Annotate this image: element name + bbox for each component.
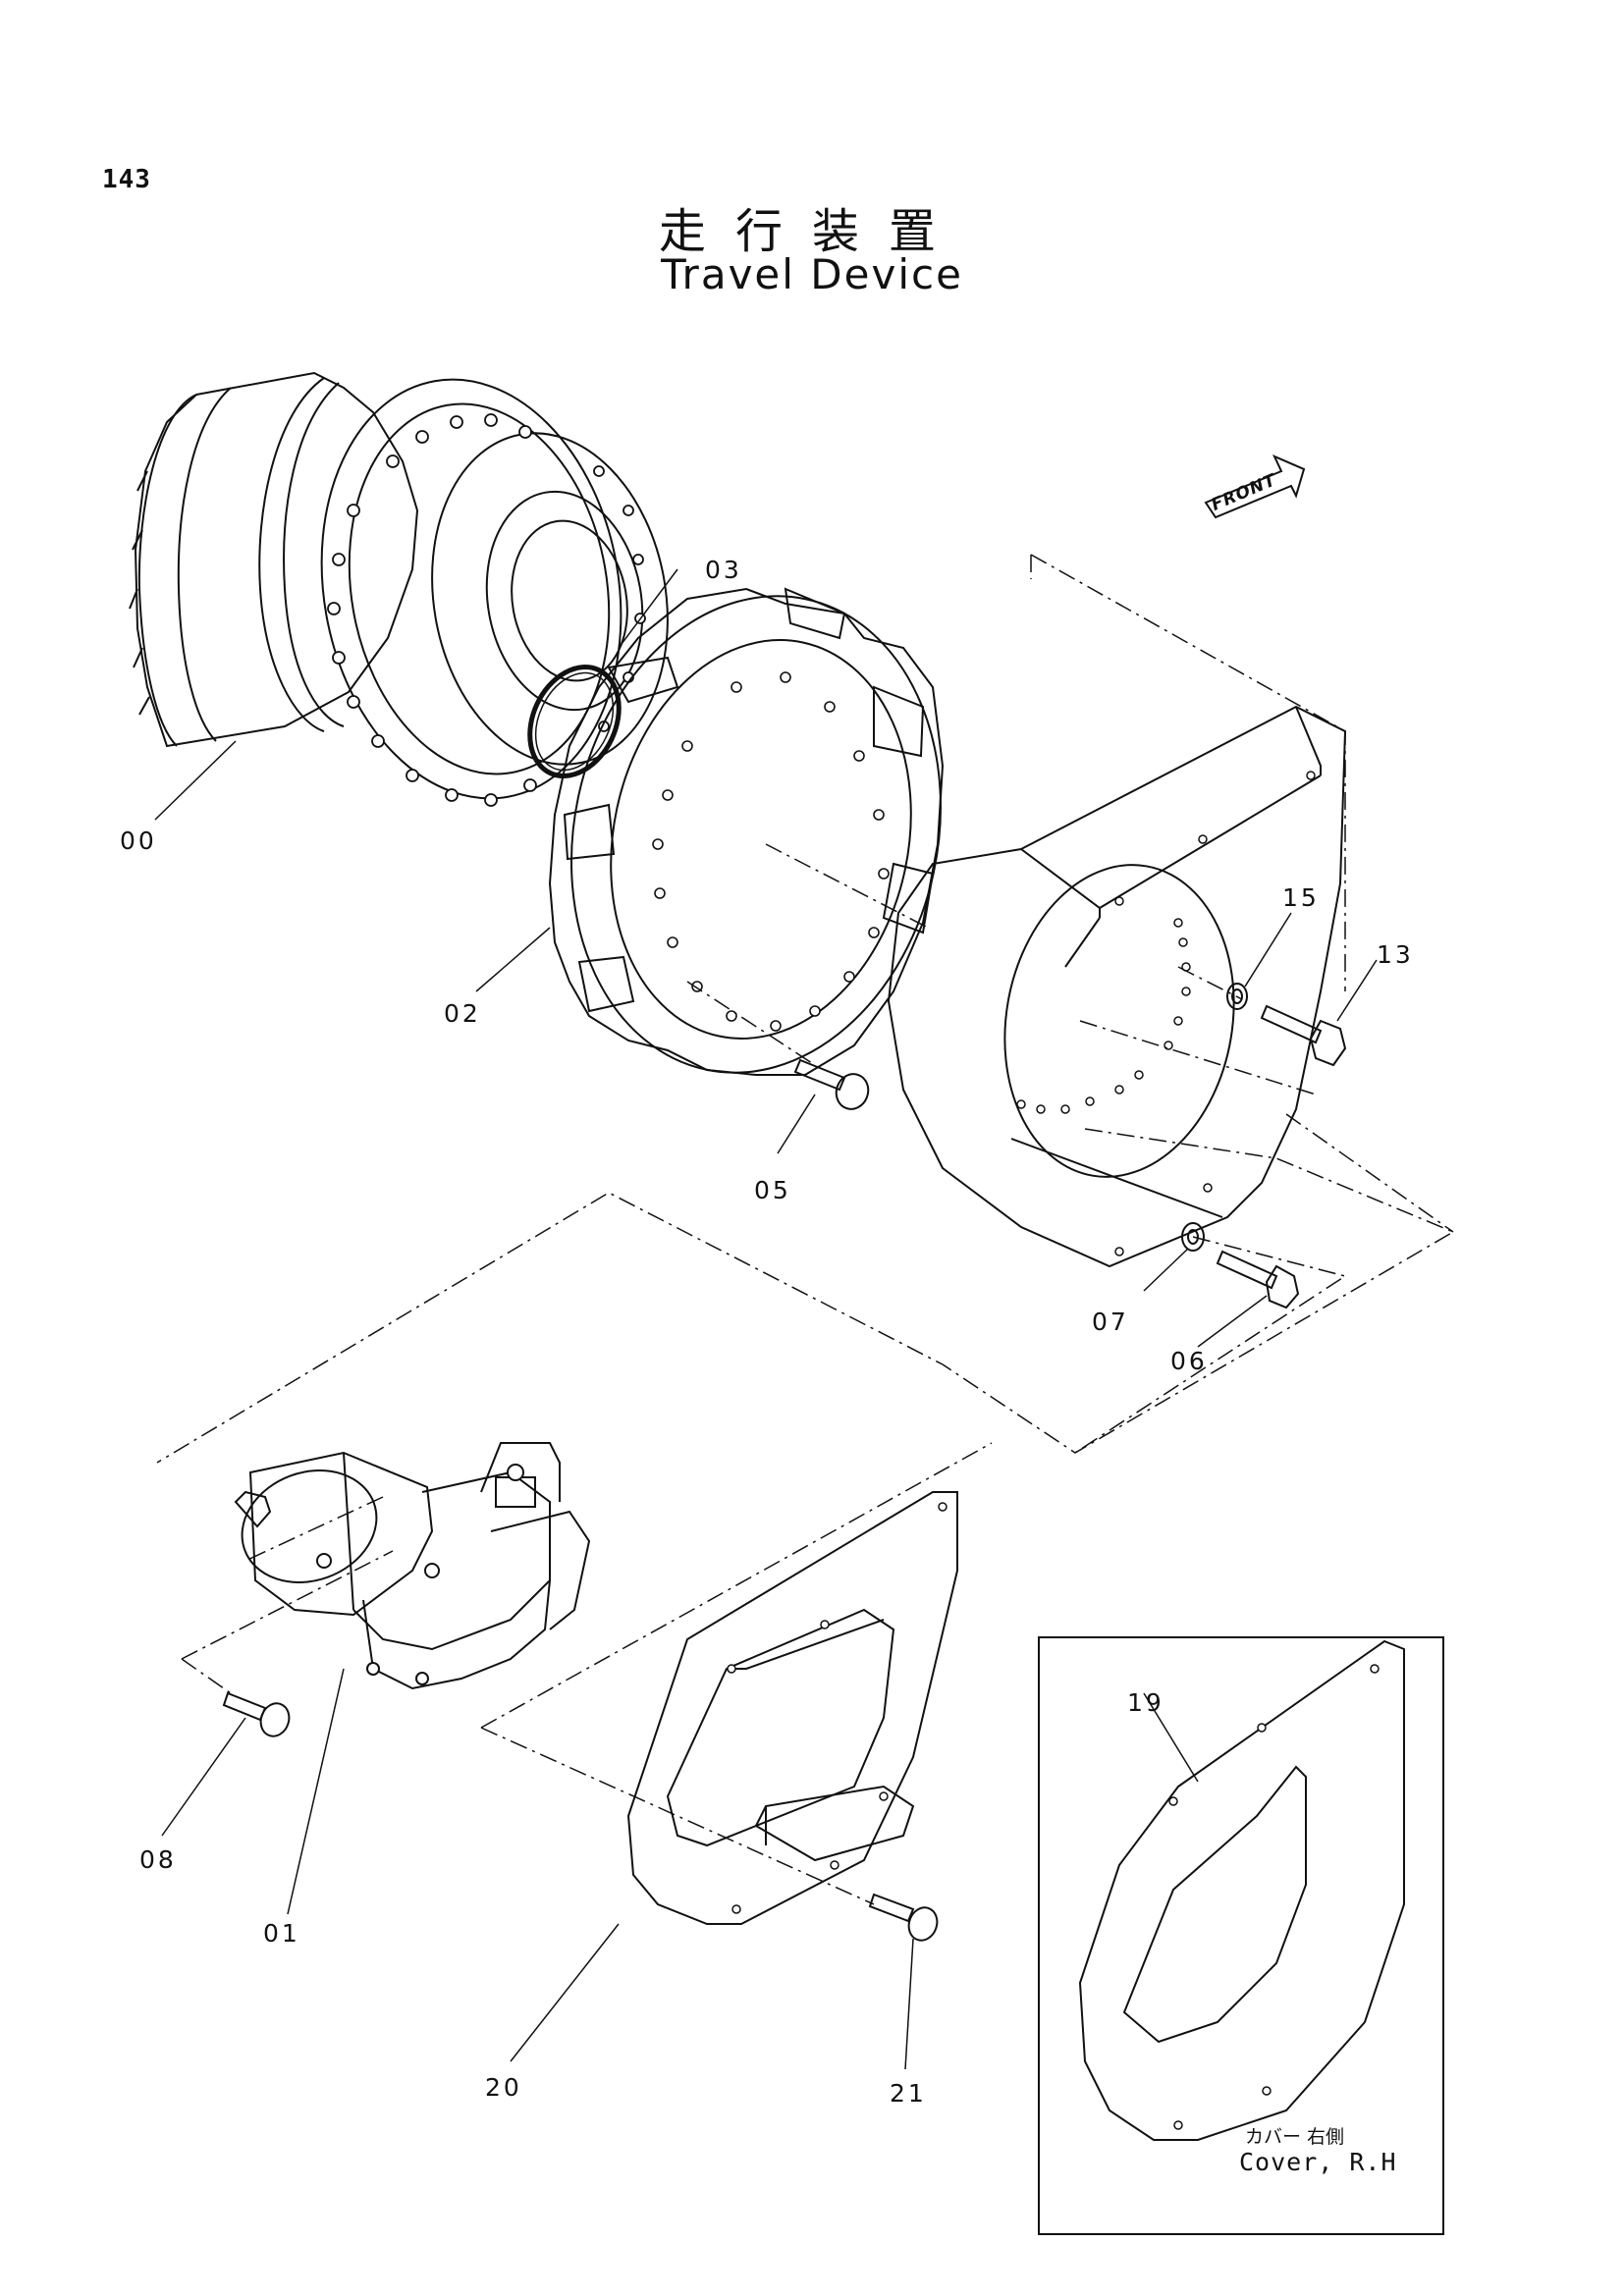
callout-05: 05: [754, 1176, 791, 1204]
callout-13: 13: [1377, 940, 1414, 969]
travel-motor-drum-part-00: [129, 371, 669, 807]
cover-part-19: [1078, 1639, 1405, 2141]
page-title-japanese: 走行装置: [658, 204, 965, 259]
leader-lines: [154, 568, 1378, 2070]
washer-part-15: [1226, 983, 1248, 1010]
callout-01: 01: [263, 1919, 300, 1948]
inset-caption-japanese: カバー 右側: [1245, 2126, 1345, 2148]
callout-20: 20: [485, 2073, 522, 2102]
callout-03: 03: [705, 556, 742, 584]
track-frame-housing: [887, 705, 1347, 1268]
socket-bolt-part-05: [793, 1058, 870, 1110]
socket-bolt-part-08: [222, 1691, 291, 1737]
callout-02: 02: [444, 999, 481, 1028]
socket-bolt-part-21: [868, 1893, 939, 1942]
washer-part-07: [1181, 1222, 1205, 1252]
page-number: 143: [102, 165, 151, 194]
inset-caption: Cover, R.H: [1239, 2148, 1397, 2176]
callout-07: 07: [1092, 1308, 1129, 1336]
inset-frame: [1038, 1636, 1444, 2235]
hex-bolt-part-13: [1260, 1004, 1347, 1067]
hydraulic-motor-part-01: [234, 1442, 591, 1690]
callout-15: 15: [1282, 883, 1320, 912]
cover-plate-part-20: [626, 1491, 958, 1925]
front-direction-arrow: [1204, 454, 1306, 519]
callout-21: 21: [890, 2079, 927, 2108]
callout-19: 19: [1127, 1688, 1164, 1717]
page-title: Travel Device: [661, 250, 963, 298]
hex-bolt-part-06: [1216, 1250, 1300, 1309]
callout-06: 06: [1170, 1347, 1208, 1375]
callout-00: 00: [120, 827, 157, 855]
o-ring-part-03: [527, 665, 622, 778]
sprocket-part-02: [548, 587, 945, 1076]
callout-08: 08: [139, 1845, 177, 1874]
assembly-guide-lines: [156, 554, 1455, 1905]
